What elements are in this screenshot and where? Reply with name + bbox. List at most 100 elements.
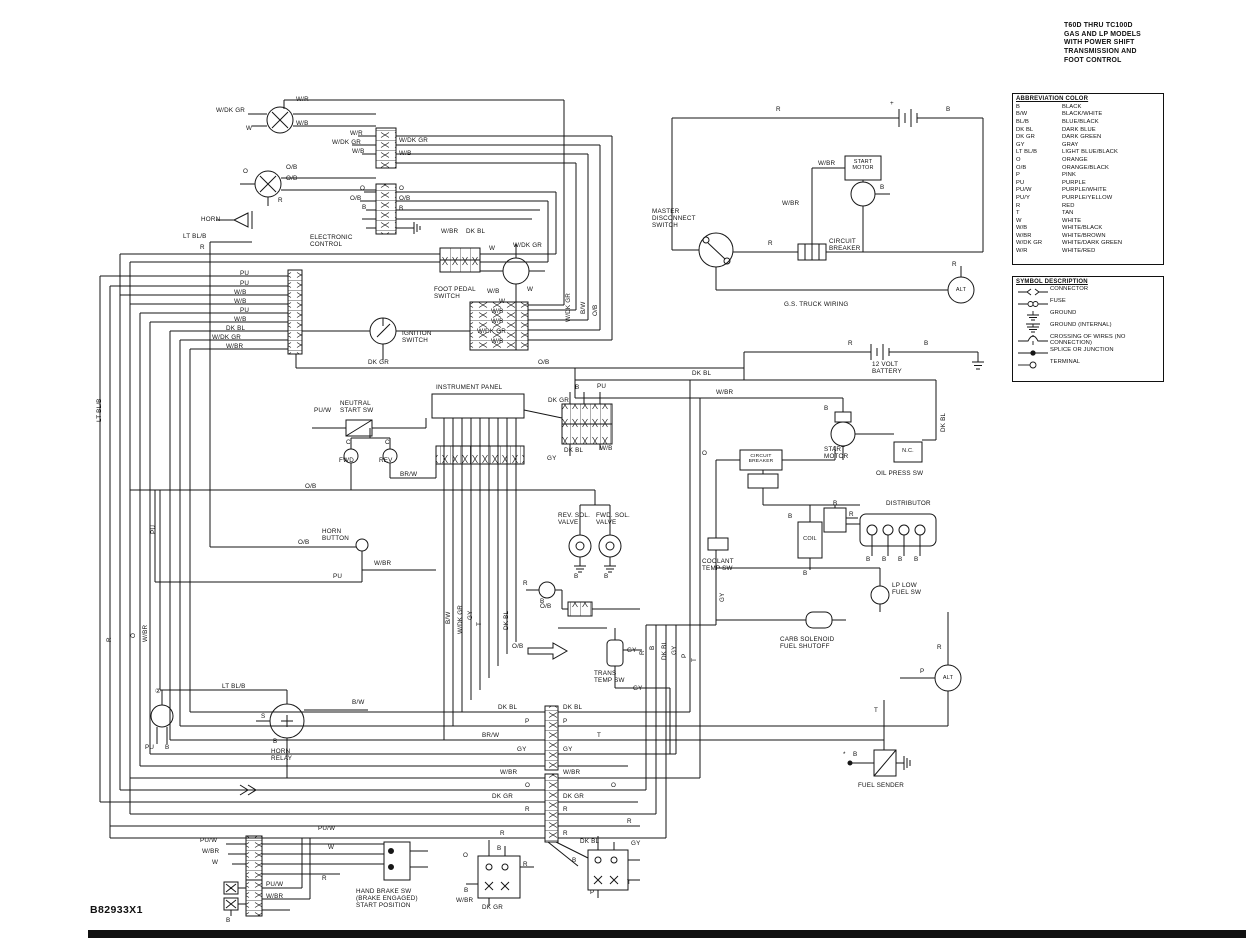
- wire-label: B: [273, 738, 278, 745]
- wire-label: W/BR: [500, 769, 518, 776]
- wire-label: O: [243, 168, 249, 175]
- wire-label: W/B: [352, 148, 365, 155]
- legend-row: SPLICE OR JUNCTION: [1016, 347, 1160, 358]
- wire-label: DK BL: [580, 838, 600, 845]
- wire-label: DK GR: [368, 359, 389, 366]
- right-harness-wires: [645, 380, 717, 838]
- abbr-color: WHITE/BLACK: [1062, 225, 1103, 232]
- abbr-color: DARK BLUE: [1062, 126, 1096, 133]
- wire-label: R: [563, 806, 568, 813]
- wire-label: R: [563, 830, 568, 837]
- wire-label: B: [574, 573, 579, 580]
- wire-label: O: [399, 185, 405, 192]
- abbr-code: LT BL/B: [1016, 149, 1038, 156]
- wire-label: W/DK GR: [513, 242, 543, 249]
- terminal-symbol-icon: [1016, 359, 1050, 370]
- coolant-temp-switch-symbol: [707, 537, 881, 621]
- wire-label: DK BL: [498, 704, 518, 711]
- wire-label: B: [833, 500, 838, 507]
- oil-pressure-switch-symbol: [893, 380, 937, 463]
- wire-label: O/B: [350, 195, 362, 202]
- wire-label: BR/W: [482, 732, 500, 739]
- start-motor-symbol: [811, 155, 890, 252]
- horn-symbol: [216, 211, 253, 229]
- abbr-code: O/B: [1016, 164, 1027, 171]
- neutral-start-switch-symbol: [312, 418, 427, 437]
- wire-label: DK GR: [563, 793, 584, 800]
- wire-label: B/W: [352, 699, 365, 706]
- wire-label: T: [627, 879, 632, 886]
- wire-label: DK BL: [692, 370, 712, 377]
- bottom-connectors: [466, 836, 640, 906]
- circuit-breaker-top-label: CIRCUIT BREAKER: [829, 238, 861, 253]
- abbr-code: BL/B: [1016, 118, 1029, 125]
- wire-label: W/B: [234, 316, 247, 323]
- wire-label: R: [278, 197, 283, 204]
- wire-label: R: [523, 580, 528, 587]
- abbr-code: B: [1016, 103, 1020, 110]
- wire-label: W/R: [350, 130, 363, 137]
- wire-label: O/B: [286, 175, 298, 182]
- abbr-code: O: [1016, 156, 1021, 163]
- wire-label: B: [497, 845, 502, 852]
- coil-symbol: [763, 504, 860, 570]
- abbr-code: T: [1016, 210, 1020, 217]
- wire-label: R: [952, 261, 957, 268]
- wire-label: BR/W: [400, 471, 418, 478]
- start-motor-top-label: START MOTOR: [852, 159, 874, 171]
- abbr-code: PU/Y: [1016, 194, 1030, 201]
- wire-label: T: [597, 732, 602, 739]
- left-harness-wires: [99, 241, 595, 838]
- wire-label: W/BR: [226, 343, 244, 350]
- wire-label: O: [525, 782, 531, 789]
- abbr-code: W: [1016, 217, 1022, 224]
- wire-label: B: [803, 570, 808, 577]
- wire-label: W/B: [234, 289, 247, 296]
- wire-label: PU/W: [314, 407, 332, 414]
- foot-pedal-switch-connector: [439, 244, 556, 302]
- abbr-code: DK BL: [1016, 126, 1034, 133]
- alternator-bottom-symbol: [900, 612, 962, 726]
- legend-row: FUSE: [1016, 298, 1160, 309]
- abbr-code: R: [1016, 202, 1021, 209]
- abbr-code: P: [1016, 172, 1020, 179]
- wire-label: B: [882, 556, 887, 563]
- wire-label: W/B: [487, 288, 500, 295]
- wire-label: LT BL/B: [222, 683, 246, 690]
- ignition-switch-symbol: [302, 301, 529, 360]
- abbr-code: DK GR: [1016, 134, 1035, 141]
- horn-button-label: HORN BUTTON: [322, 528, 349, 543]
- wire-label: +: [890, 100, 894, 107]
- wire-label: B: [914, 556, 919, 563]
- wire-label: B: [853, 751, 858, 758]
- wire-label: O: [611, 782, 617, 789]
- main-bus-wires: [100, 711, 948, 839]
- symbol-desc: FUSE: [1050, 298, 1066, 304]
- legend-row: DK BL DARK BLUE: [1016, 126, 1160, 134]
- wire-label: T: [691, 657, 698, 662]
- wire-label: W: [499, 298, 506, 305]
- wire-label: GY: [627, 647, 637, 654]
- circuit-breaker-mid-symbol: [715, 446, 836, 538]
- wire-label: B: [788, 513, 793, 520]
- wire-label: W/B: [399, 150, 412, 157]
- lp-low-fuel-switch-label: LP LOW FUEL SW: [892, 582, 922, 597]
- wire-label: W: [328, 844, 335, 851]
- wire-label: W/BR: [782, 200, 800, 207]
- abbr-color: RED: [1062, 202, 1075, 209]
- wire-label: S: [261, 713, 266, 720]
- wire-label: GY: [467, 610, 474, 621]
- wire-label: W/R: [296, 96, 309, 103]
- wire-label: P: [563, 718, 568, 725]
- abbr-color: WHITE/RED: [1062, 248, 1096, 255]
- abbr-color: ORANGE/BLACK: [1062, 164, 1109, 171]
- fwd-rev-coils: [343, 428, 437, 490]
- wire-label: B: [946, 106, 951, 113]
